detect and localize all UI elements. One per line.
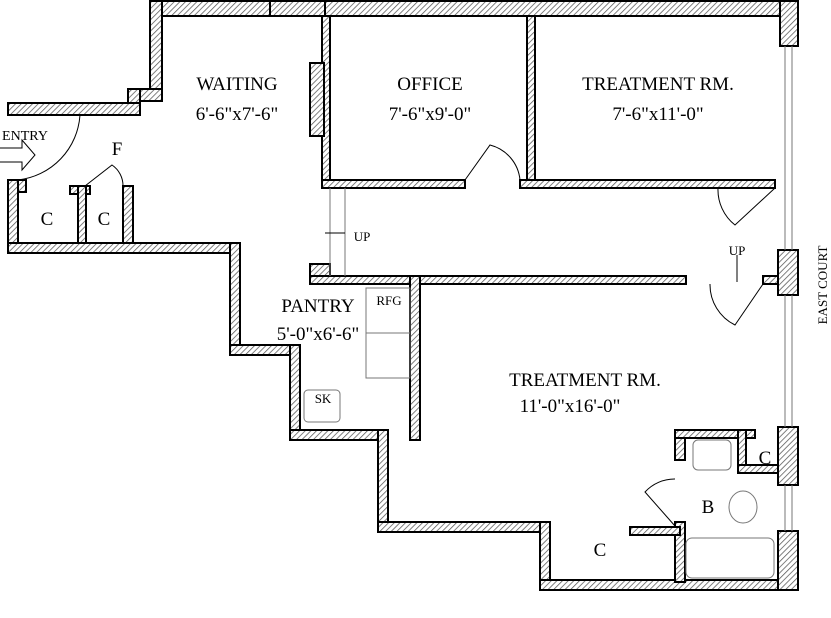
treatment-2-label: TREATMENT RM. (509, 370, 661, 391)
toilet (728, 490, 758, 524)
up-label-1: UP (354, 229, 371, 244)
office-size: 7'-6"x9'-0" (389, 104, 472, 125)
walls (7, 0, 799, 591)
waiting-size: 6'-6"x7'-6" (196, 104, 279, 125)
bathtub (685, 537, 775, 579)
treatment-1-size: 7'-6"x11'-0" (612, 104, 703, 125)
bath-label: B (702, 497, 715, 518)
closet-label-2: C (98, 209, 111, 230)
labels: WAITING 6'-6"x7'-6" OFFICE 7'-6"x9'-0" T… (2, 74, 830, 561)
rfg-label: RFG (376, 293, 401, 308)
office-label: OFFICE (397, 74, 462, 95)
east-court-label: EAST COURT (815, 246, 830, 325)
up-label-2: UP (729, 243, 746, 258)
closet-label-4: C (594, 540, 607, 561)
f-label: F (112, 139, 123, 160)
waiting-label: WAITING (196, 74, 278, 95)
entry-label: ENTRY (2, 129, 48, 144)
entry-arrow-icon (0, 138, 36, 172)
closet-label-3: C (759, 448, 772, 469)
closet-label-1: C (41, 209, 54, 230)
lavatory (692, 439, 732, 471)
sink-fixture (303, 389, 341, 423)
pantry-label: PANTRY (281, 296, 354, 317)
sink-label: SK (315, 391, 332, 406)
treatment-1-label: TREATMENT RM. (582, 74, 734, 95)
pantry-size: 5'-0"x6'-6" (277, 324, 360, 345)
treatment-2-size: 11'-0"x16'-0" (520, 396, 621, 417)
fixtures (0, 46, 793, 579)
